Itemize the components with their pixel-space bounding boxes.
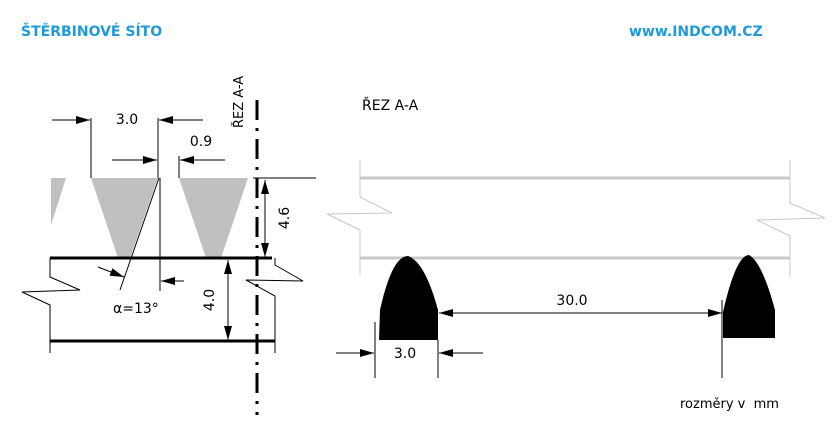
units-note: rozměry v mm [680,397,779,412]
support-bar-profile [723,255,775,338]
section-label-vertical: ŘEZ A-A [231,76,247,128]
angle-dimension: α=13° [113,301,159,317]
spacing-dimension: 30.0 [556,293,587,309]
support-height-dimension: 4.0 [202,289,218,311]
break-line-left [21,258,81,353]
gap-dimension: 0.9 [190,134,212,150]
support-bar-profile [379,256,438,340]
section-title: ŘEZ A-A [362,97,419,114]
website-link[interactable]: www.INDCOM.CZ [629,24,763,40]
right-section-view: ŘEZ A-A 30.0 3.0 [326,97,826,378]
bar-height-dimension: 4.6 [277,207,293,229]
wire-profile [179,178,248,258]
break-line-right [245,258,304,353]
wire-profile [91,178,158,258]
drawing-title: ŠTĚRBINOVÉ SÍTO [21,24,163,40]
pitch-dimension: 3.0 [116,112,138,128]
width-dimension: 3.0 [394,346,416,362]
left-cross-section: 3.0 0.9 α=13° 4.6 4.0 ŘEZ A-A [21,76,316,415]
wire-profile-partial [51,178,66,225]
